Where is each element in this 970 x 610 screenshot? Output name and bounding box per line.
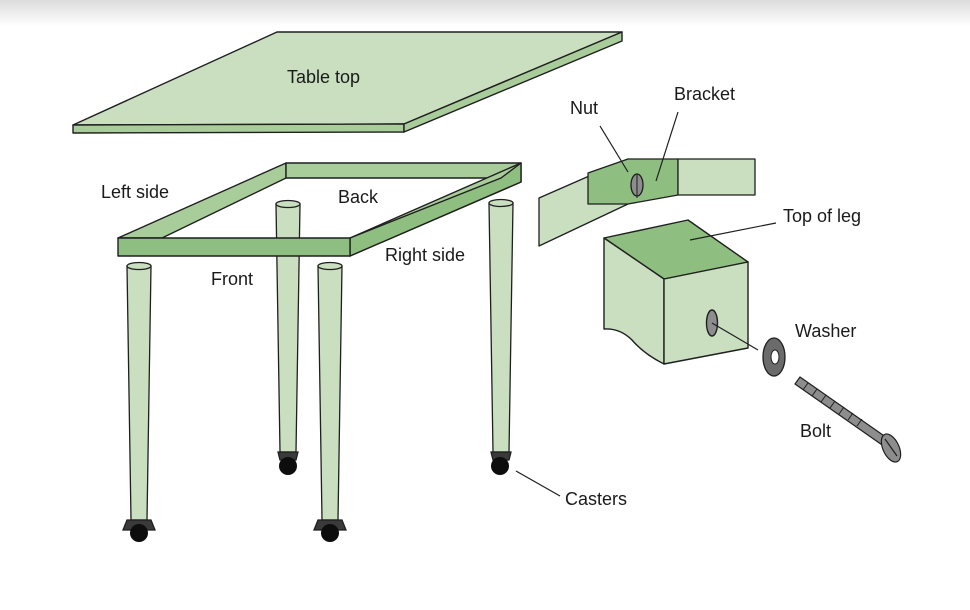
back-right-leg xyxy=(488,198,514,475)
casters-label: Casters xyxy=(565,489,627,509)
top-of-leg-label: Top of leg xyxy=(783,206,861,226)
bolt-label: Bolt xyxy=(800,421,831,441)
back-left-leg xyxy=(275,199,301,475)
front-left-leg xyxy=(122,261,156,542)
back-label: Back xyxy=(338,187,379,207)
nut xyxy=(630,173,644,198)
top-shade-bar xyxy=(0,0,970,26)
washer xyxy=(762,337,786,377)
washer-label: Washer xyxy=(795,321,856,341)
nut-label: Nut xyxy=(570,98,598,118)
bolt xyxy=(794,376,902,463)
front-label: Front xyxy=(211,269,253,289)
front-right-leg xyxy=(313,261,347,542)
apron-frame xyxy=(117,162,522,257)
table-top xyxy=(72,31,623,134)
leader-lines xyxy=(515,111,777,497)
right-side-label: Right side xyxy=(385,245,465,265)
table-top-label: Table top xyxy=(287,67,360,87)
left-side-label: Left side xyxy=(101,182,169,202)
bracket-label: Bracket xyxy=(674,84,735,104)
top-of-leg-block xyxy=(603,219,749,365)
